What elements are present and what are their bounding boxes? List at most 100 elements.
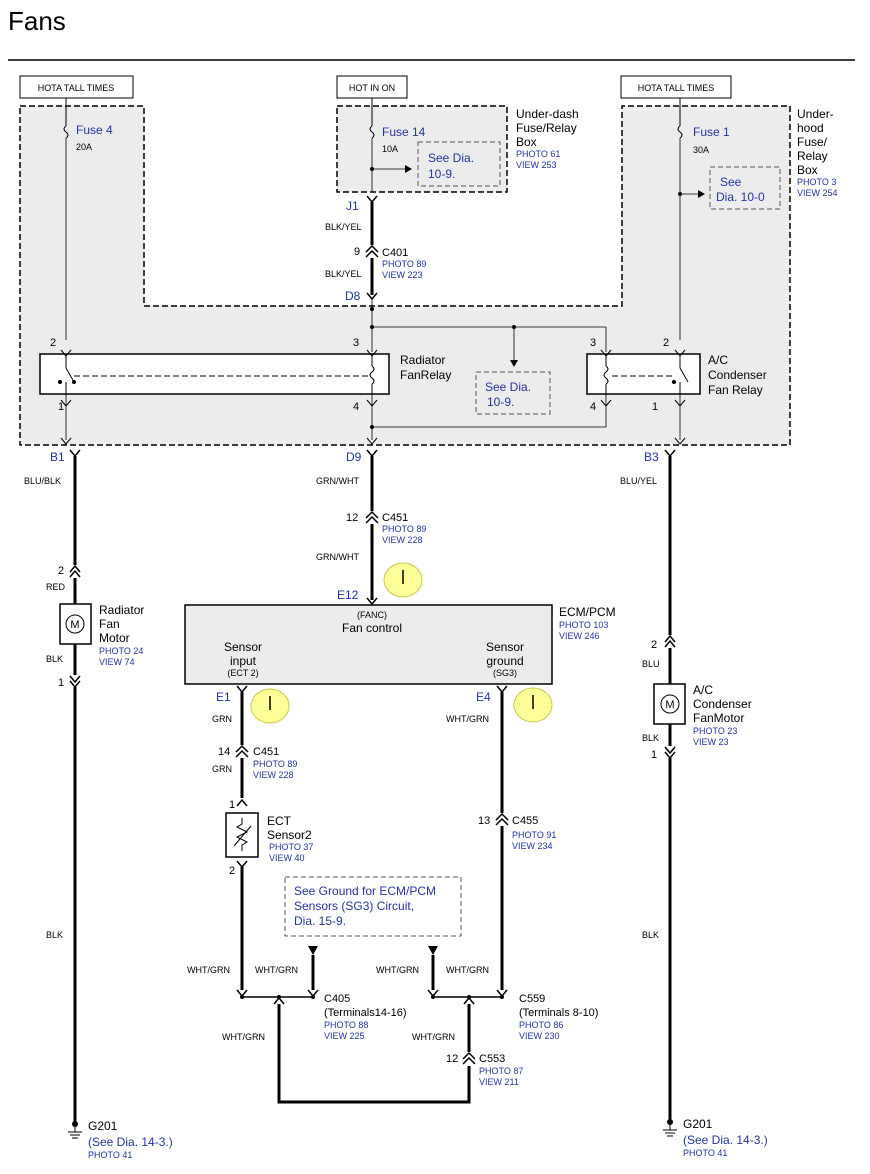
- see-dia-10-0-ref: See Dia. 10-0: [709, 166, 781, 210]
- svg-text:Fan: Fan: [99, 617, 120, 631]
- wire-color-blk-1: BLK: [46, 654, 63, 664]
- svg-text:PHOTO 24: PHOTO 24: [99, 646, 143, 656]
- wire-color-blu-yel: BLU/YEL: [620, 476, 657, 486]
- svg-text:Fuse 1: Fuse 1: [693, 125, 730, 139]
- svg-text:ground: ground: [486, 654, 523, 668]
- connector-c553: 12 C553 PHOTO 87 VIEW 211: [446, 1051, 523, 1087]
- terminal-d9: D9: [346, 450, 362, 464]
- pin-ac-motor-top: 2: [651, 639, 657, 651]
- fuse-4: Fuse 4 20A: [63, 98, 113, 340]
- underdash-fuse-relay-box: [336, 105, 508, 193]
- connector-c401: 9 C401 PHOTO 89 VIEW 223: [354, 244, 426, 280]
- ground-g201-right: G201 (See Dia. 14-3.) PHOTO 41: [663, 1117, 768, 1158]
- svg-text:hood: hood: [797, 121, 824, 135]
- svg-text:C405: C405: [324, 993, 350, 1005]
- svg-text:(See Dia. 14-3.): (See Dia. 14-3.): [88, 1135, 173, 1149]
- ac-condenser-fan-motor: M A/C Condenser FanMotor PHOTO 23 VIEW 2…: [653, 683, 752, 747]
- connector-c405: C405 (Terminals14-16) PHOTO 88 VIEW 225: [236, 989, 407, 1041]
- svg-text:ECM/PCM: ECM/PCM: [559, 605, 616, 619]
- svg-text:A/C: A/C: [708, 353, 728, 367]
- svg-text:Fuse/Relay: Fuse/Relay: [516, 121, 577, 135]
- svg-text:Fuse 14: Fuse 14: [382, 125, 426, 139]
- wire-color-grn-1: GRN: [212, 714, 232, 724]
- terminal-e1: E1: [216, 690, 231, 704]
- wire-color-blu: BLU: [642, 659, 660, 669]
- svg-text:(See Dia. 14-3.): (See Dia. 14-3.): [683, 1133, 768, 1147]
- svg-text:13: 13: [478, 815, 490, 827]
- power-label-left: HOTA TALL TIMES: [19, 75, 134, 99]
- svg-text:Under-dash: Under-dash: [516, 107, 579, 121]
- svg-text:Fuse/: Fuse/: [797, 135, 828, 149]
- svg-text:C401: C401: [382, 247, 408, 259]
- svg-text:VIEW 23: VIEW 23: [693, 737, 729, 747]
- pin-ect-bottom: 2: [229, 865, 235, 877]
- svg-text:G201: G201: [88, 1119, 118, 1133]
- terminal-e4: E4: [476, 690, 491, 704]
- svg-text:PHOTO 88: PHOTO 88: [324, 1020, 368, 1030]
- svg-text:(Terminals14-16): (Terminals14-16): [324, 1007, 407, 1019]
- wire-color-blu-blk: BLU/BLK: [24, 476, 61, 486]
- ac-condenser-fan-relay: 3 2 4 1 A/C Condenser Fan Relay: [586, 337, 767, 413]
- svg-text:Box: Box: [516, 135, 537, 149]
- svg-text:Radiator: Radiator: [400, 353, 445, 367]
- wire-color-blk-2: BLK: [642, 733, 659, 743]
- svg-text:See: See: [720, 175, 742, 189]
- wire-color-blk-4: BLK: [642, 930, 659, 940]
- svg-text:C451: C451: [382, 512, 408, 524]
- wire-color-grn-wht-1: GRN/WHT: [316, 476, 359, 486]
- wire-color-red: RED: [46, 582, 66, 592]
- wire-color-blk-3: BLK: [46, 930, 63, 940]
- pin-ac-motor-bottom: 1: [651, 749, 657, 761]
- svg-text:PHOTO 61: PHOTO 61: [516, 149, 560, 159]
- svg-text:C559: C559: [519, 993, 545, 1005]
- svg-text:12: 12: [346, 512, 358, 524]
- svg-text:PHOTO 87: PHOTO 87: [479, 1066, 523, 1076]
- svg-text:10-9.: 10-9.: [428, 167, 455, 181]
- wire-color-wht-grn-a: WHT/GRN: [187, 965, 230, 975]
- svg-text:C451: C451: [253, 746, 279, 758]
- svg-text:9: 9: [354, 246, 360, 258]
- svg-text:PHOTO 89: PHOTO 89: [382, 524, 426, 534]
- svg-text:M: M: [665, 699, 674, 711]
- svg-text:Condenser: Condenser: [693, 697, 752, 711]
- svg-text:VIEW 246: VIEW 246: [559, 631, 600, 641]
- svg-text:FanRelay: FanRelay: [400, 368, 451, 382]
- svg-text:14: 14: [218, 746, 230, 758]
- svg-text:See Ground for ECM/PCM: See Ground for ECM/PCM: [294, 884, 436, 898]
- svg-text:Sensor: Sensor: [486, 640, 524, 654]
- svg-text:VIEW 254: VIEW 254: [797, 188, 838, 198]
- svg-text:See Dia.: See Dia.: [428, 151, 474, 165]
- svg-text:(FANC): (FANC): [357, 610, 387, 620]
- svg-text:PHOTO 103: PHOTO 103: [559, 620, 608, 630]
- svg-text:PHOTO 37: PHOTO 37: [269, 842, 313, 852]
- terminal-d8: D8: [345, 289, 361, 303]
- pin-motor-top: 2: [58, 565, 64, 577]
- power-label-right: HOTA TALL TIMES: [620, 75, 732, 99]
- radiator-fan-motor: M Radiator Fan Motor PHOTO 24 VIEW 74: [59, 603, 144, 667]
- svg-text:VIEW 211: VIEW 211: [479, 1077, 519, 1087]
- connector-c559: C559 (Terminals 8-10) PHOTO 86 VIEW 230: [427, 989, 598, 1041]
- svg-text:VIEW 223: VIEW 223: [382, 270, 423, 280]
- svg-text:Box: Box: [797, 163, 818, 177]
- svg-text:VIEW 74: VIEW 74: [99, 657, 135, 667]
- svg-text:Relay: Relay: [797, 149, 828, 163]
- svg-text:10A: 10A: [382, 144, 398, 154]
- svg-text:Dia. 15-9.: Dia. 15-9.: [294, 914, 346, 928]
- underhood-box-label: Under- hood Fuse/ Relay Box PHOTO 3 VIEW…: [797, 107, 838, 198]
- terminal-j1: J1: [346, 199, 359, 213]
- svg-text:Under-: Under-: [797, 107, 834, 121]
- svg-text:2: 2: [50, 337, 56, 349]
- wire-color-grn-2: GRN: [212, 764, 232, 774]
- ground-g201-left: G201 (See Dia. 14-3.) PHOTO 41: [68, 1119, 173, 1160]
- svg-text:Fan control: Fan control: [342, 621, 402, 635]
- svg-text:Fan Relay: Fan Relay: [708, 383, 763, 397]
- svg-text:Sensors (SG3) Circuit,: Sensors (SG3) Circuit,: [294, 899, 414, 913]
- svg-text:Sensor: Sensor: [224, 640, 262, 654]
- svg-text:HOTA TALL TIMES: HOTA TALL TIMES: [638, 83, 715, 93]
- svg-text:PHOTO 3: PHOTO 3: [797, 177, 836, 187]
- connector-c451-top: 12 C451 PHOTO 89 VIEW 228: [346, 510, 426, 545]
- power-label-center: HOT IN ON: [336, 75, 408, 99]
- svg-text:PHOTO 89: PHOTO 89: [382, 259, 426, 269]
- svg-text:(SG3): (SG3): [493, 668, 517, 678]
